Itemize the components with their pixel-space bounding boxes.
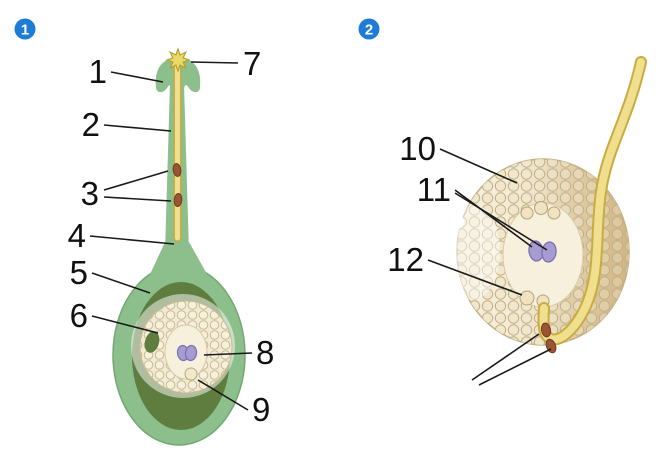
- step-2-badge-number: 2: [365, 22, 373, 39]
- sperm-cell-closeup-upper: [540, 322, 552, 338]
- label-5: 5: [70, 254, 88, 291]
- label-11: 11: [417, 171, 451, 208]
- label-6: 6: [70, 297, 88, 334]
- label-7: 7: [243, 45, 261, 82]
- label-7-line: [190, 61, 239, 64]
- egg-cell-panel1: [184, 367, 198, 381]
- step-1-badge-number: 1: [21, 22, 29, 39]
- label-12-line: [427, 259, 523, 296]
- pollen-grain: [165, 47, 191, 73]
- sperm-pointer-line-a: [471, 333, 540, 381]
- sperm-cell-upper: [172, 163, 182, 177]
- egg-cell-closeup: [519, 290, 535, 306]
- label-3: 3: [81, 175, 99, 212]
- label-11-line-b: [454, 192, 548, 251]
- label-10-line: [439, 148, 518, 184]
- integument-notch-lower: [461, 306, 475, 320]
- label-4: 4: [68, 217, 86, 254]
- label-8-line: [203, 352, 253, 356]
- label-5-line: [91, 272, 151, 294]
- label-1: 1: [89, 53, 107, 90]
- label-2-line: [103, 124, 172, 132]
- integument-notch-upper: [450, 215, 464, 229]
- label-8: 8: [256, 334, 274, 371]
- sperm-pointer-line-b: [478, 348, 552, 386]
- label-9: 9: [252, 391, 270, 428]
- panel-1-pistil: 1: [14, 18, 274, 446]
- sperm-cell-lower: [173, 193, 183, 207]
- antipodal-cell-3: [547, 206, 561, 220]
- antipodal-cell-2: [534, 201, 548, 215]
- label-3-line-a: [103, 170, 169, 191]
- step-1-badge: [14, 18, 36, 40]
- label-9-line: [197, 379, 249, 411]
- label-11-line-a: [454, 189, 533, 248]
- step-2-badge: [358, 18, 380, 40]
- label-3-line-b: [103, 196, 172, 202]
- label-2: 2: [82, 106, 100, 143]
- antipodal-cell-1: [520, 206, 534, 220]
- label-1-line: [110, 71, 164, 83]
- polar-nucleus-closeup-right: [541, 241, 557, 263]
- ovule-attachment-gap: [144, 331, 160, 353]
- label-10: 10: [399, 130, 436, 167]
- style-base: [146, 242, 212, 283]
- label-6-line: [91, 315, 159, 334]
- panel-2-ovule-closeup: 2 10 11 1: [358, 18, 647, 386]
- polar-nucleus-right: [184, 344, 198, 362]
- label-4-line: [89, 235, 175, 245]
- label-12: 12: [387, 241, 424, 278]
